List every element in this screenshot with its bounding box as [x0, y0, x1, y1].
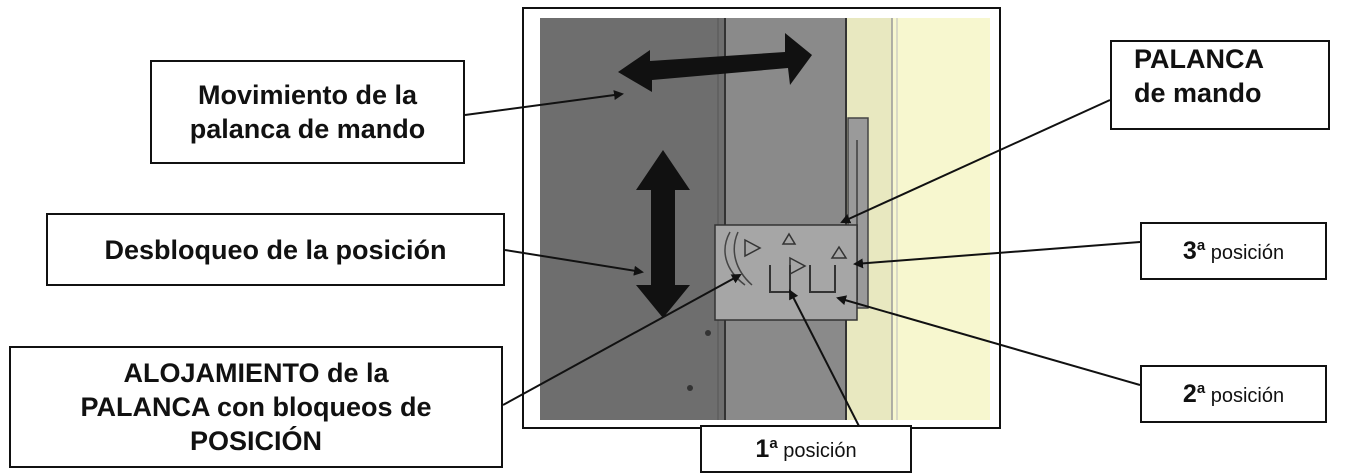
label-lever-line1: PALANCA: [1134, 44, 1264, 74]
label-pos2-sup: a: [1196, 379, 1206, 397]
label-pos3: 3a posición: [1140, 222, 1327, 280]
lever-housing: [714, 224, 858, 321]
panel-dark: [540, 18, 725, 420]
label-pos1-sup: a: [769, 434, 778, 452]
label-pos2-text: posición: [1205, 384, 1285, 407]
leader-pos3: [853, 241, 1141, 269]
label-pos3-text: posición: [1205, 241, 1285, 264]
leader-movement: [464, 90, 624, 116]
label-unlock: Desbloqueo de la posición: [46, 213, 505, 286]
leader-lever: [840, 99, 1111, 224]
label-pos3-num: 3: [1182, 236, 1197, 265]
vertical-double-arrow-icon: [636, 150, 690, 318]
screw: [705, 330, 711, 336]
label-movement: Movimiento de la palanca de mando: [150, 60, 465, 164]
leader-pos1: [789, 289, 863, 433]
label-housing-line1: ALOJAMIENTO de la: [123, 358, 389, 388]
label-housing-line2: PALANCA con bloqueos de: [80, 392, 432, 422]
label-pos1-num: 1: [755, 434, 770, 463]
screw: [687, 385, 693, 391]
leader-housing: [502, 274, 742, 406]
label-movement-line2: palanca de mando: [189, 114, 426, 144]
horizontal-double-arrow-icon: [618, 33, 812, 92]
label-pos2-num: 2: [1182, 379, 1197, 408]
label-lever: PALANCA de mando: [1110, 40, 1330, 130]
label-lever-line2: de mando: [1134, 78, 1262, 108]
label-pos1-text: posición: [777, 439, 857, 462]
label-pos3-sup: a: [1196, 236, 1206, 254]
label-pos1: 1a posición: [700, 425, 912, 473]
leader-pos2: [836, 295, 1141, 386]
label-housing-line3: POSICIÓN: [189, 426, 323, 456]
label-unlock-text: Desbloqueo de la posición: [104, 234, 447, 265]
label-pos2: 2a posición: [1140, 365, 1327, 423]
panel-light: [892, 18, 990, 420]
label-movement-line1: Movimiento de la: [197, 80, 418, 110]
leader-unlock: [504, 249, 644, 276]
label-housing: ALOJAMIENTO de la PALANCA con bloqueos d…: [9, 346, 503, 468]
panel-mid: [726, 18, 846, 420]
